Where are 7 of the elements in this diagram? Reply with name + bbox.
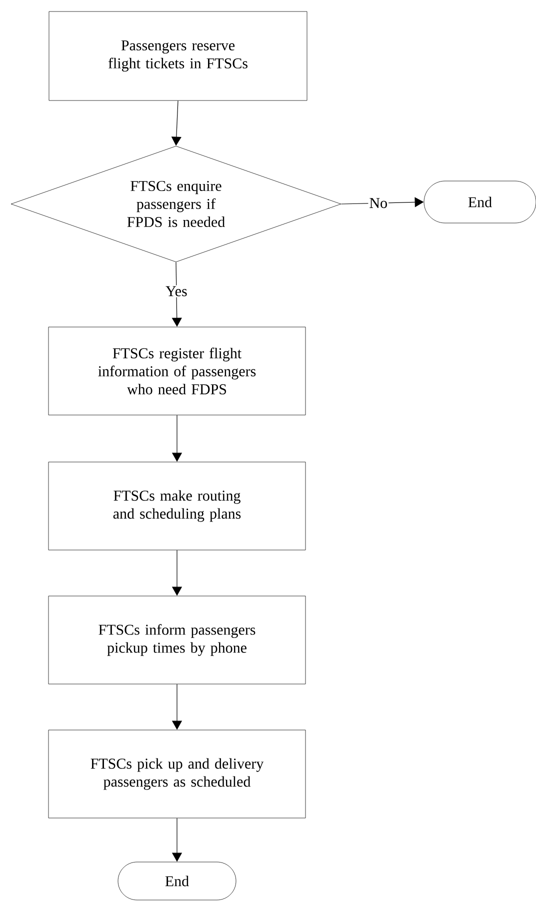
process-box: FTSCs make routing and scheduling plans bbox=[48, 462, 306, 550]
process-box: FTSCs register flight information of passengers who need FDPS bbox=[48, 326, 306, 416]
process-box: FTSCs inform passengers pickup times by phone bbox=[48, 596, 306, 684]
edge-label: No bbox=[368, 197, 389, 210]
process-box: FTSCs pick up and delivery passengers as scheduled bbox=[48, 730, 306, 818]
edge-label: Yes bbox=[164, 285, 188, 298]
process-box: Passengers reserve flight tickets in FTSCs bbox=[48, 11, 308, 101]
